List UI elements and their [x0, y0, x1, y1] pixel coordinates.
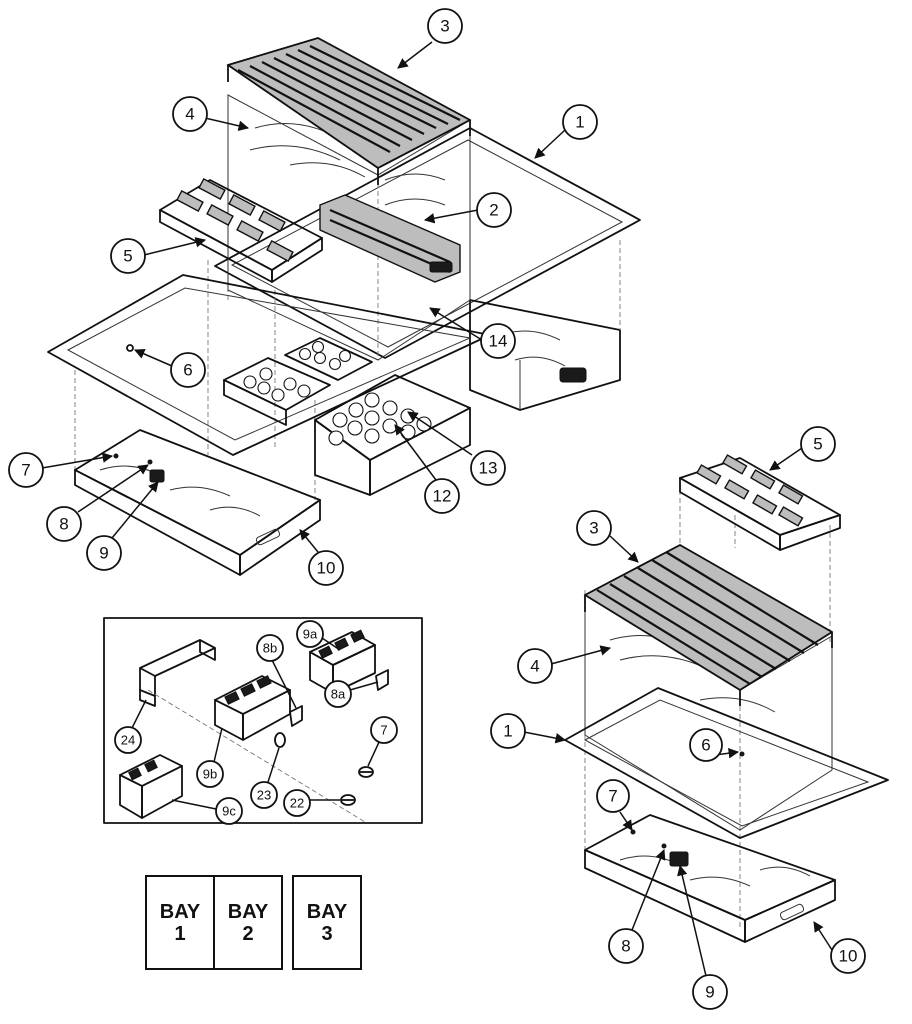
lower-rock-box	[314, 374, 471, 496]
svg-text:5: 5	[123, 247, 132, 266]
clips	[289, 669, 389, 727]
callout-8b: 8b	[256, 634, 297, 709]
rock-pans	[223, 337, 373, 426]
callout-2: 2	[423, 192, 512, 228]
switch-9c	[119, 754, 183, 819]
svg-text:8b: 8b	[263, 641, 277, 656]
switch-9b	[214, 675, 291, 741]
svg-text:7: 7	[608, 787, 617, 806]
callout-9-right: 9	[677, 864, 728, 1010]
right-grill-top	[583, 544, 834, 706]
bay-2-word: BAY	[227, 900, 269, 923]
bay-2-number: 2	[242, 922, 254, 945]
svg-text:9b: 9b	[203, 767, 217, 782]
svg-text:2: 2	[489, 201, 498, 220]
detail-inset: 9a 8b 8a 7 24 9b 23 22	[103, 617, 423, 825]
bay-1-word: BAY	[159, 900, 201, 923]
svg-text:7: 7	[380, 723, 387, 738]
svg-text:3: 3	[589, 519, 598, 538]
callout-9a: 9a	[296, 620, 341, 651]
screws	[274, 732, 374, 806]
callout-9b: 9b	[196, 727, 224, 788]
svg-text:9c: 9c	[222, 804, 236, 819]
bay-2-label: BAY 2	[213, 875, 283, 970]
right-frame	[564, 687, 889, 839]
callout-24: 24	[114, 699, 147, 754]
callout-23: 23	[250, 747, 280, 809]
svg-text:23: 23	[257, 788, 271, 803]
griddle-tray	[159, 178, 323, 283]
callout-12: 12	[394, 424, 460, 514]
callout-9c: 9c	[171, 797, 243, 825]
drip-pan	[74, 429, 321, 576]
callout-6-right: 6	[689, 728, 740, 762]
svg-text:5: 5	[813, 435, 822, 454]
svg-text:22: 22	[290, 796, 304, 811]
right-assembly: 5 3 4 1 6 7 8 9	[490, 426, 889, 1010]
svg-text:8: 8	[59, 515, 68, 534]
callout-9: 9	[86, 481, 159, 571]
svg-text:10: 10	[839, 947, 858, 966]
callout-8-right: 8	[608, 849, 666, 964]
grill-top	[226, 37, 472, 185]
right-drip-pan	[584, 751, 836, 943]
callout-10-right: 10	[813, 921, 866, 974]
bay-3-word: BAY	[306, 900, 348, 923]
callout-4-right: 4	[517, 645, 612, 684]
svg-text:4: 4	[530, 657, 539, 676]
svg-text:9: 9	[705, 983, 714, 1002]
callout-13: 13	[407, 411, 506, 486]
svg-text:1: 1	[575, 113, 584, 132]
main-assembly: 3 4 1 2 5 14 6 7	[8, 8, 641, 586]
callout-5-right: 5	[769, 426, 836, 471]
callout-3-right: 3	[576, 510, 639, 563]
svg-text:6: 6	[183, 361, 192, 380]
callout-5: 5	[110, 237, 207, 274]
svg-text:8: 8	[621, 937, 630, 956]
right-griddle-tray	[679, 454, 841, 551]
callout-10: 10	[299, 529, 344, 586]
bay-1-label: BAY 1	[145, 875, 215, 970]
callout-8a: 8a	[324, 680, 379, 708]
callout-7: 7	[8, 452, 114, 488]
svg-text:3: 3	[440, 17, 449, 36]
callout-3: 3	[397, 8, 463, 69]
svg-text:1: 1	[503, 722, 512, 741]
bay-3-label: BAY 3	[292, 875, 362, 970]
svg-text:9a: 9a	[303, 627, 318, 642]
callout-6: 6	[126, 344, 206, 388]
callout-1: 1	[534, 104, 598, 159]
svg-text:6: 6	[701, 736, 710, 755]
svg-text:9: 9	[99, 544, 108, 563]
svg-text:4: 4	[185, 105, 194, 124]
callout-7-right: 7	[596, 779, 633, 831]
svg-text:8a: 8a	[331, 687, 346, 702]
frame-large	[214, 127, 641, 359]
bay-1-number: 1	[174, 922, 186, 945]
bay-3-number: 3	[321, 922, 333, 945]
heating-element	[319, 194, 461, 283]
callout-22: 22	[283, 789, 340, 817]
svg-text:7: 7	[21, 461, 30, 480]
bracket	[139, 639, 216, 707]
svg-text:14: 14	[489, 332, 508, 351]
callout-7-detail: 7	[367, 716, 398, 767]
svg-text:13: 13	[479, 459, 498, 478]
rear-right-box	[469, 299, 621, 411]
callout-14: 14	[429, 307, 516, 359]
svg-text:10: 10	[317, 559, 336, 578]
svg-text:24: 24	[121, 733, 135, 748]
svg-text:12: 12	[433, 487, 452, 506]
callout-8: 8	[46, 464, 149, 542]
callout-4: 4	[172, 96, 250, 132]
callout-1-right: 1	[490, 713, 567, 749]
